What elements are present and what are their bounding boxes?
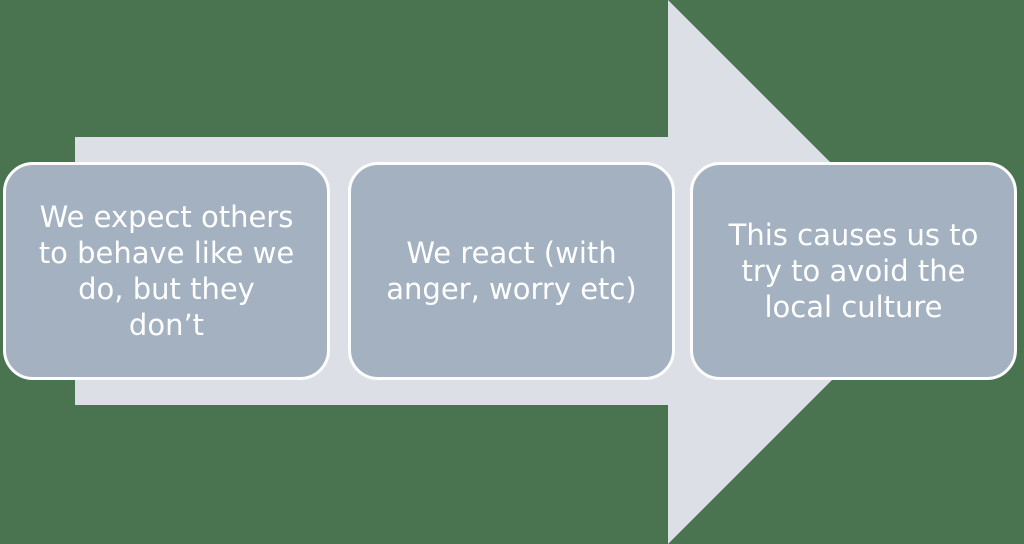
- step-box-1: We expect others to behave like we do, b…: [3, 162, 330, 380]
- step-2-text: We react (with anger, worry etc): [386, 236, 637, 306]
- step-1-text: We expect others to behave like we do, b…: [38, 200, 295, 342]
- step-3-text: This causes us to try to avoid the local…: [728, 218, 979, 324]
- step-box-3: This causes us to try to avoid the local…: [690, 162, 1017, 380]
- step-box-2: We react (with anger, worry etc): [348, 162, 675, 380]
